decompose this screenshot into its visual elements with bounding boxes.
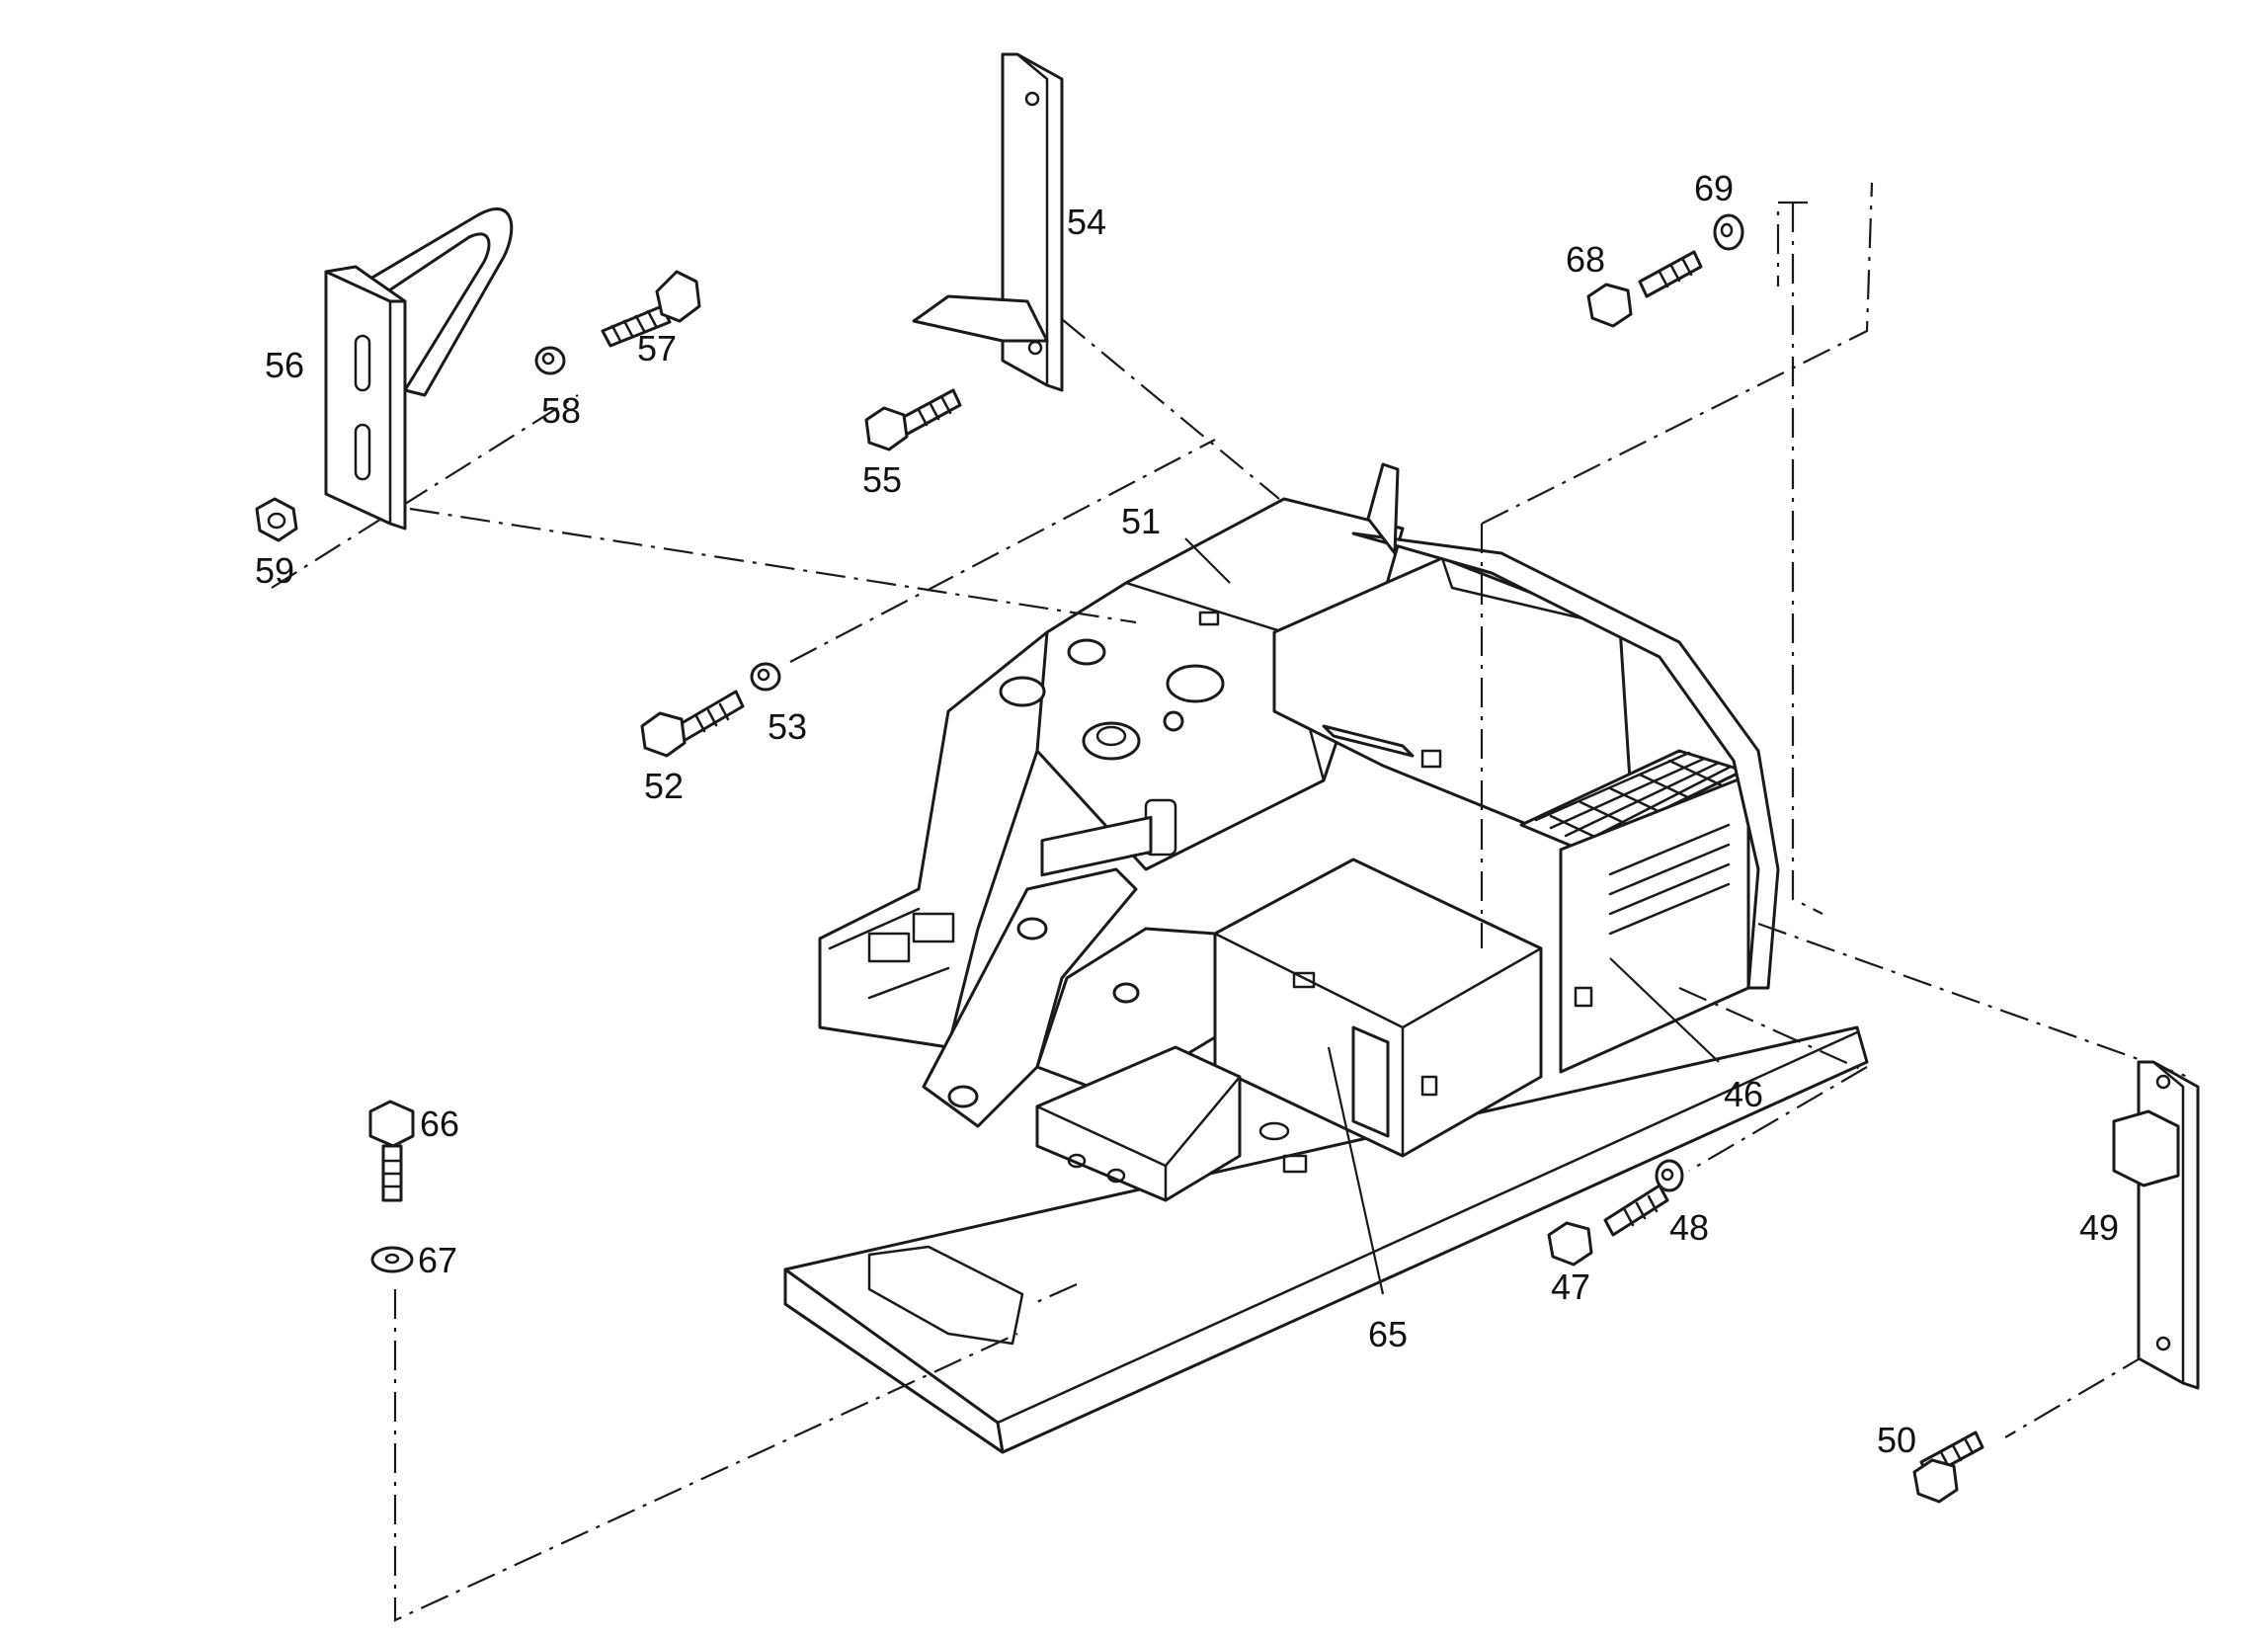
callout-55: 55 xyxy=(862,459,902,500)
callout-57: 57 xyxy=(637,328,677,368)
washer-67 xyxy=(370,1246,414,1273)
washer-69 xyxy=(1713,213,1744,251)
callout-54: 54 xyxy=(1067,202,1106,242)
bolt-66 xyxy=(368,1100,415,1202)
bolt-55 xyxy=(864,388,962,451)
nut-59 xyxy=(255,497,298,542)
callout-66: 66 xyxy=(420,1104,459,1144)
assembly-lines xyxy=(271,182,2189,1622)
bolt-50 xyxy=(1912,1431,1984,1504)
callout-58: 58 xyxy=(541,390,581,431)
callout-68: 68 xyxy=(1566,239,1605,280)
washer-58 xyxy=(534,346,566,375)
bolt-57 xyxy=(601,270,701,348)
callout-65: 65 xyxy=(1368,1314,1408,1354)
leader-lines xyxy=(1184,537,1720,1295)
bolt-47 xyxy=(1547,1184,1669,1267)
callout-49: 49 xyxy=(2079,1207,2119,1248)
washer-53 xyxy=(750,662,781,692)
callout-53: 53 xyxy=(768,706,807,747)
machine-body xyxy=(783,462,1869,1454)
callout-69: 69 xyxy=(1694,168,1734,208)
handle-bracket-56 xyxy=(324,207,514,531)
bracket-54 xyxy=(912,52,1064,392)
bracket-49 xyxy=(2112,1060,2200,1390)
fasteners xyxy=(255,213,1984,1504)
callout-52: 52 xyxy=(644,766,684,806)
callout-56: 56 xyxy=(265,345,304,385)
callout-67: 67 xyxy=(418,1240,457,1280)
callout-59: 59 xyxy=(255,550,294,591)
callout-47: 47 xyxy=(1551,1267,1590,1307)
callout-46: 46 xyxy=(1724,1074,1763,1114)
callout-48: 48 xyxy=(1669,1207,1709,1248)
callout-50: 50 xyxy=(1877,1420,1916,1460)
washer-48 xyxy=(1655,1159,1684,1192)
callout-51: 51 xyxy=(1121,501,1161,541)
bolt-68 xyxy=(1586,250,1703,328)
bolt-52 xyxy=(640,690,745,758)
callout-labels: 46 47 48 49 50 51 52 53 54 55 56 57 58 5… xyxy=(255,168,2119,1460)
